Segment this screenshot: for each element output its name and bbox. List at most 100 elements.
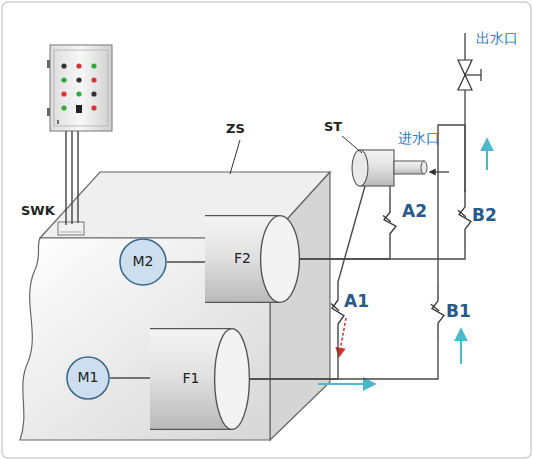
node-outline <box>330 282 346 342</box>
wire <box>77 131 78 223</box>
panel-lamp <box>61 63 66 68</box>
tank-cylinder: ST <box>352 150 394 186</box>
part-label: M2 <box>119 238 167 286</box>
panel-body <box>50 45 112 131</box>
valve-label: B2 <box>472 206 497 225</box>
valve-handle <box>480 69 481 81</box>
wire <box>71 131 72 224</box>
panel-lamp <box>61 77 66 82</box>
valve-symbol <box>383 215 391 221</box>
part-label: F1 <box>150 328 232 430</box>
panel-lamp <box>61 105 66 110</box>
valve-symbol <box>458 210 466 217</box>
check-valve: A2 <box>382 196 398 250</box>
valve-half <box>458 75 472 90</box>
valve-label: A1 <box>344 292 369 311</box>
panel-lamp <box>91 105 96 110</box>
node-outline <box>205 215 300 303</box>
part-label: ST <box>324 120 342 134</box>
panel-hinge <box>47 108 50 116</box>
panel-lamp <box>76 77 81 82</box>
node-outline <box>430 284 446 340</box>
outlet-pipe <box>464 90 465 192</box>
switch-box: SWK <box>58 222 84 235</box>
check-valve: A1 <box>330 282 346 342</box>
flow-arrow <box>318 383 374 385</box>
panel-lamp <box>76 91 81 96</box>
node-outline <box>150 328 250 430</box>
control-panel <box>47 45 112 131</box>
cylinder-edge <box>205 215 280 216</box>
cylinder-edge <box>150 328 232 329</box>
tank-end <box>352 150 368 186</box>
leader-line <box>230 140 240 174</box>
port-label: 出水口 <box>476 31 518 46</box>
port-label: 进水口 <box>398 131 440 146</box>
wire <box>65 131 66 225</box>
fan-cylinder: F2 <box>205 215 300 303</box>
outlet-pipe <box>464 33 465 60</box>
check-valve: B1 <box>430 284 446 340</box>
node-outline <box>382 196 398 250</box>
inlet-arrow <box>430 171 449 172</box>
pipe-line <box>110 377 150 378</box>
panel-lamp <box>91 63 96 68</box>
part-label: M1 <box>66 356 110 400</box>
flow-arrow <box>460 330 462 364</box>
flow-arrow <box>486 140 488 170</box>
cylinder-end <box>215 329 250 430</box>
panel-lamp <box>91 91 96 96</box>
pipe-line <box>250 342 338 379</box>
node-outline <box>457 190 473 246</box>
valve-symbol <box>331 304 339 311</box>
part-label: SWK <box>21 204 55 218</box>
motor-circle: M2 <box>119 238 167 286</box>
leader-line <box>342 136 362 153</box>
cylinder-edge <box>205 302 280 303</box>
part-label: ZS <box>226 122 245 136</box>
fan-cylinder: F1 <box>150 328 250 430</box>
panel-lamp <box>61 91 66 96</box>
part-label: F2 <box>205 215 280 303</box>
panel-lamp <box>76 63 81 68</box>
motor-face <box>67 357 109 399</box>
valve-label: B1 <box>446 302 471 321</box>
outlet-valve <box>458 33 481 192</box>
cylinder-end <box>261 216 300 303</box>
switch-body <box>58 222 84 235</box>
panel-lamp <box>91 77 96 82</box>
pipe-line <box>167 261 205 262</box>
panel-hinge <box>47 60 50 68</box>
panel-switch <box>76 105 82 113</box>
valve-symbol <box>459 190 471 246</box>
valve-half <box>458 60 472 75</box>
valve-symbol <box>384 196 396 250</box>
node-outline <box>58 222 84 235</box>
panel-handle <box>57 120 59 124</box>
pipe-line <box>300 250 390 259</box>
switch-edge <box>60 232 82 233</box>
pipe-line <box>300 246 465 259</box>
valve-symbol <box>431 304 439 311</box>
cable-wires <box>66 131 78 225</box>
pipe-line <box>338 186 365 282</box>
node-outline <box>352 150 394 186</box>
pipe-line <box>250 340 438 379</box>
enclosure: SWKM2F2M1F1ZS <box>20 172 332 442</box>
cylinder-edge <box>150 429 232 430</box>
valve-handle <box>465 74 481 75</box>
valve-symbol <box>432 284 444 340</box>
inlet-nozzle <box>394 161 424 174</box>
motor-face <box>120 239 166 285</box>
pipe-line <box>438 125 465 284</box>
check-valve: B2 <box>457 190 473 246</box>
valve-label: A2 <box>402 202 427 221</box>
pipe-line <box>389 186 390 196</box>
motor-circle: M1 <box>66 356 110 400</box>
valve-symbol <box>332 282 344 342</box>
nozzle-end <box>421 161 427 174</box>
enclosure-side <box>270 172 330 440</box>
